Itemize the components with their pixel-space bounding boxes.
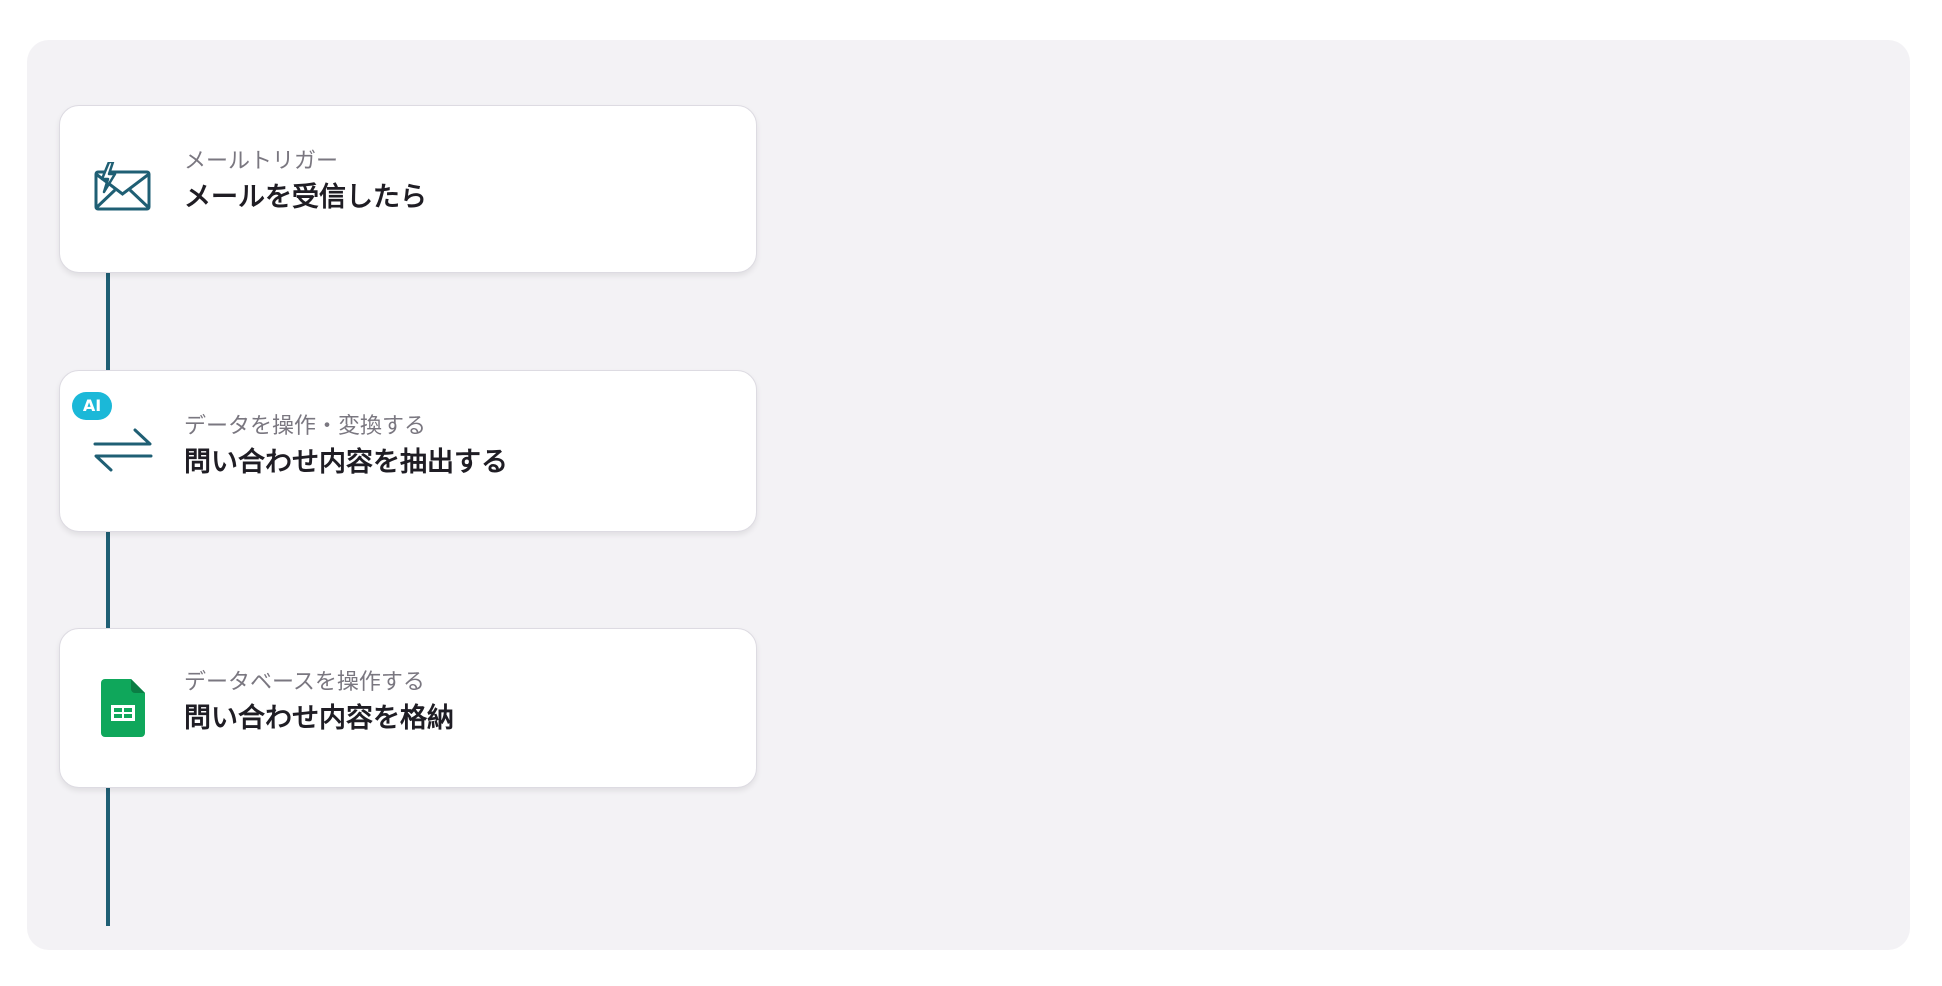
step-title: メールを受信したら (184, 182, 427, 213)
connector-line-1 (106, 270, 110, 370)
step-text: メールトリガー メールを受信したら (184, 148, 427, 216)
step-text: データベースを操作する 問い合わせ内容を格納 (184, 669, 454, 737)
flow-canvas: メールトリガー メールを受信したら AI データを操作・変換する 問い合わせ内容… (27, 40, 1910, 950)
mail-trigger-icon (92, 157, 154, 219)
transform-arrows-icon (92, 419, 154, 481)
step-title: 問い合わせ内容を格納 (184, 703, 454, 734)
step-category: データを操作・変換する (184, 414, 427, 439)
step-text: データを操作・変換する 問い合わせ内容を抽出する (184, 413, 508, 481)
google-sheets-icon (92, 677, 154, 739)
step-category: データベースを操作する (184, 670, 425, 695)
connector-line-3 (106, 788, 110, 926)
step-card-database[interactable]: データベースを操作する 問い合わせ内容を格納 (59, 628, 757, 788)
step-card-mail-trigger[interactable]: メールトリガー メールを受信したら (59, 105, 757, 273)
ai-badge: AI (72, 392, 112, 420)
step-card-transform[interactable]: AI データを操作・変換する 問い合わせ内容を抽出する (59, 370, 757, 532)
step-title: 問い合わせ内容を抽出する (184, 447, 508, 478)
connector-line-2 (106, 532, 110, 632)
step-category: メールトリガー (184, 149, 339, 174)
